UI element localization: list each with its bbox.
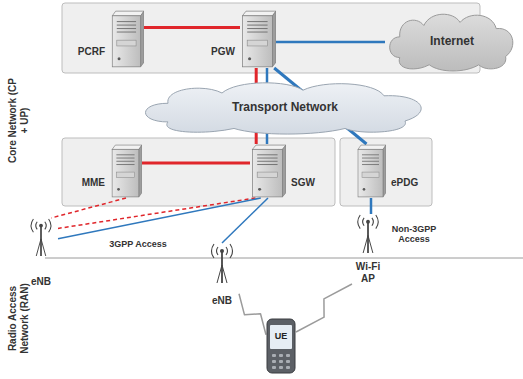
section-label: Core Network (CP + UP) [7,74,30,166]
phone-node: UE [266,318,296,374]
server-node: MME [110,144,142,198]
network-link [144,26,240,29]
access-label: 3GPP Access [98,239,178,249]
node-label: eNB [205,295,239,307]
server-node: PCRF [110,10,144,68]
server-label: PGW [211,46,235,57]
access-label: Non-3GPP Access [385,224,443,245]
antenna-node: eNB [24,218,58,288]
network-link [58,198,255,228]
wireless-link [296,284,352,332]
network-link [51,198,126,218]
phone-icon [266,318,296,374]
section-label: Radio Access Network (RAN) [7,275,30,361]
network-link [222,198,268,243]
node-label: UE [266,318,296,341]
cloud-label: Internet [430,34,474,48]
server-icon [110,144,142,198]
antenna-icon [24,218,58,256]
server-node: ePDG [356,144,386,198]
server-icon [240,10,276,68]
wireless-link [239,294,266,335]
server-icon [356,144,386,198]
network-link [142,161,250,164]
core-panel-epdg [340,138,432,206]
network-link [370,198,373,214]
cloud-node: Internet [385,10,519,72]
network-link [276,41,385,44]
core-panel-mme-sgw [62,138,335,206]
node-label: eNB [24,276,58,288]
server-label: ePDG [391,177,418,188]
server-label: MME [82,177,105,188]
antenna-node: Wi-Fi AP [348,214,388,284]
network-link [58,198,261,239]
ran-separator [45,258,523,259]
server-icon [250,144,286,198]
server-label: PCRF [78,46,105,57]
antenna-node: eNB [205,243,239,307]
antenna-icon [205,243,239,283]
antenna-icon [348,214,388,253]
server-icon [110,10,144,68]
server-label: SGW [291,177,315,188]
cloud-label: Transport Network [232,100,338,114]
cloud-node: Transport Network [135,79,435,135]
server-node: PGW [240,10,276,68]
server-node: SGW [250,144,286,198]
node-label: Wi-Fi AP [348,261,388,284]
